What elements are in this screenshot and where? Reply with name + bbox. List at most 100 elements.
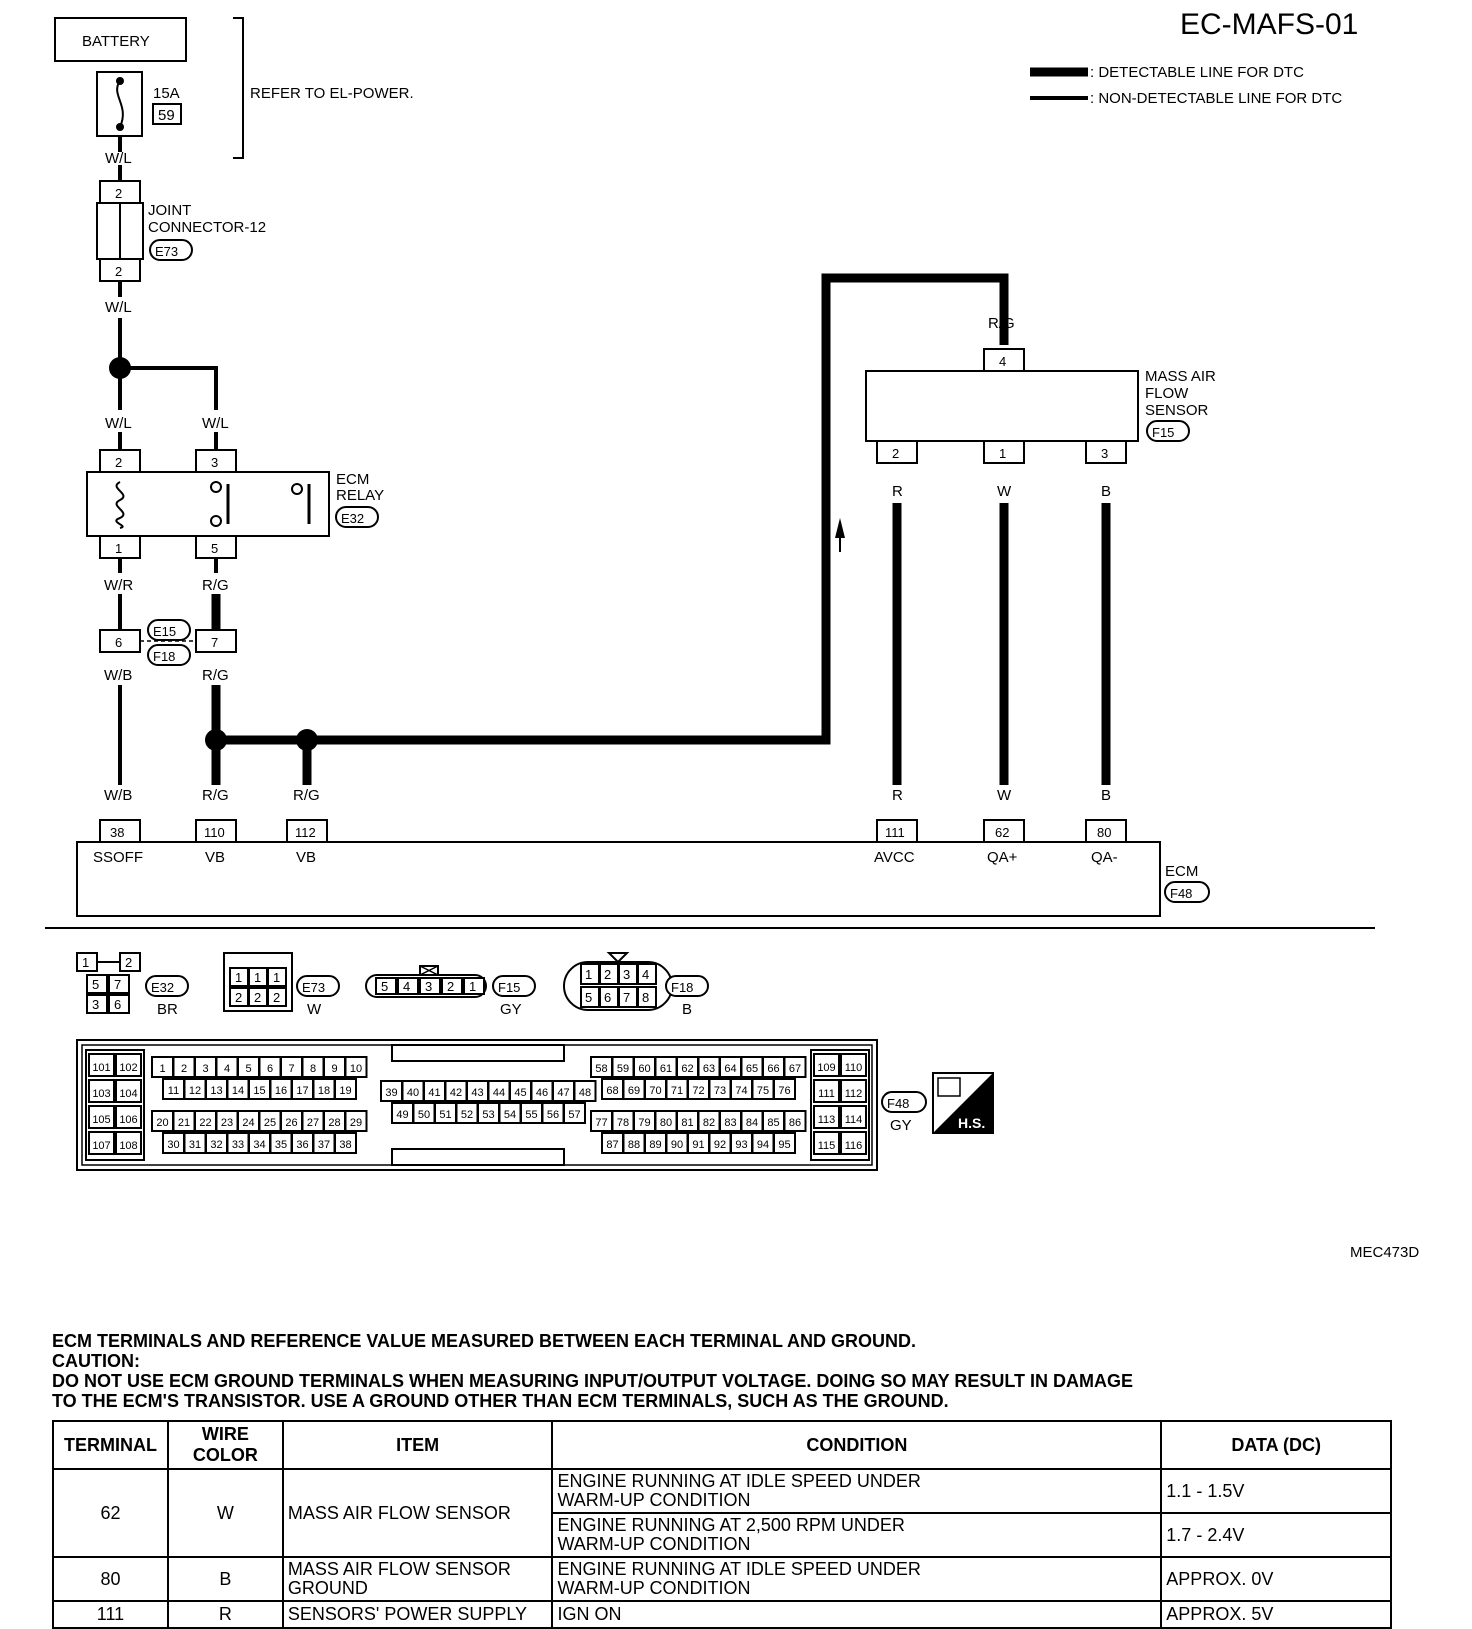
f18-oval xyxy=(665,975,709,997)
f48-pin-label: 53 xyxy=(482,1109,494,1121)
wire-label-rg-2: R/G xyxy=(202,667,229,684)
f48-pin-label: 41 xyxy=(428,1087,440,1099)
e73-pin-2c: 2 xyxy=(273,990,280,1005)
f48-pin-label: 9 xyxy=(331,1063,337,1075)
maf-label-1: MASS AIR xyxy=(1145,368,1216,385)
fuse-number: 59 xyxy=(158,107,175,124)
f48-pin-label: 39 xyxy=(385,1087,397,1099)
inline-top-id: E15 xyxy=(153,624,176,639)
f15-cell-1 xyxy=(463,977,485,995)
condition-line: ENGINE RUNNING AT IDLE SPEED UNDER xyxy=(557,1471,921,1491)
f48-pin-label: 11 xyxy=(168,1085,179,1097)
f48-pin-label: 81 xyxy=(681,1117,693,1129)
figure-code: MEC473D xyxy=(1350,1244,1419,1261)
f48-pin-label: 1 xyxy=(159,1063,165,1075)
col-data: DATA (DC) xyxy=(1160,1420,1392,1470)
f48-pin-label: 45 xyxy=(514,1087,526,1099)
ecm-pin-38: 38 xyxy=(110,825,124,840)
f48-pin-cell xyxy=(115,1105,142,1129)
f48-pin-label: 89 xyxy=(649,1139,661,1151)
cell-wire: W xyxy=(166,1468,284,1558)
cell-terminal: 80 xyxy=(52,1556,169,1602)
legend-detectable: : DETECTABLE LINE FOR DTC xyxy=(1090,64,1304,81)
f48-pin-label: 35 xyxy=(275,1139,287,1151)
f48-pin-label: 94 xyxy=(757,1139,769,1151)
f48-pin-label: 109 xyxy=(817,1062,835,1074)
wire-to-relay-3 xyxy=(120,366,218,410)
f15-id: F15 xyxy=(498,980,520,995)
f48-pin-label: 59 xyxy=(617,1063,629,1075)
f48-pin-label: 115 xyxy=(818,1140,836,1152)
cell-item: MASS AIR FLOW SENSOR xyxy=(281,1468,554,1558)
f48-pin-cell xyxy=(813,1053,840,1077)
relay-connector-oval xyxy=(335,506,379,528)
legend-non-detectable: : NON-DETECTABLE LINE FOR DTC xyxy=(1090,90,1342,107)
f48-pin-label: 64 xyxy=(724,1063,736,1075)
f18-pin-6: 6 xyxy=(604,990,611,1005)
f48-pin-label: 103 xyxy=(92,1088,110,1100)
f48-pin-label: 112 xyxy=(845,1088,863,1100)
ecm-wire-110: R/G xyxy=(202,787,229,804)
maf-pin-2-box xyxy=(876,440,918,464)
f48-pin-label: 90 xyxy=(671,1139,683,1151)
ecm-terminal-avcc: AVCC xyxy=(874,849,915,866)
f48-pin-label: 7 xyxy=(288,1063,294,1075)
f15-latch-x2 xyxy=(419,965,439,976)
f48-pin-label: 91 xyxy=(692,1139,704,1151)
f48-pin-label: 114 xyxy=(845,1114,863,1126)
e73-pin-2b: 2 xyxy=(254,990,261,1005)
f48-pin-label: 25 xyxy=(264,1117,276,1129)
caution-line-1: DO NOT USE ECM GROUND TERMINALS WHEN MEA… xyxy=(52,1371,1134,1391)
f48-pin-label: 86 xyxy=(789,1117,801,1129)
e73-pin-1b: 1 xyxy=(254,970,261,985)
f48-pin-cell xyxy=(115,1131,142,1155)
f48-color: GY xyxy=(890,1117,912,1134)
f48-pin-label: 68 xyxy=(606,1085,618,1097)
f48-pin-label: 55 xyxy=(525,1109,537,1121)
ecm-pin-111: 111 xyxy=(885,825,905,840)
col-terminal: TERMINAL xyxy=(52,1420,169,1470)
f48-pin-cell xyxy=(813,1079,840,1103)
f48-pin-cell xyxy=(783,1110,807,1132)
f48-pin-cell xyxy=(573,1080,597,1102)
e32-cell-2 xyxy=(119,952,141,972)
relay-connector-id: E32 xyxy=(341,511,364,526)
f48-id: F48 xyxy=(887,1096,909,1111)
battery-box xyxy=(54,17,187,62)
e32-pin-2: 2 xyxy=(125,955,132,970)
f48-pin-label: 104 xyxy=(119,1088,137,1100)
f48-pin-cell xyxy=(88,1105,115,1129)
wire-label-wb: W/B xyxy=(104,667,132,684)
f48-pin-label: 4 xyxy=(224,1063,230,1075)
f48-pin-label: 31 xyxy=(189,1139,201,1151)
e73-id: E73 xyxy=(302,980,325,995)
ecm-wire-80: B xyxy=(1101,787,1111,804)
f15-pin-4: 4 xyxy=(403,979,410,994)
maf-label-2: FLOW xyxy=(1145,385,1189,402)
f48-pin-label: 46 xyxy=(536,1087,548,1099)
f48-pin-label: 10 xyxy=(350,1063,362,1075)
f48-pin-label: 66 xyxy=(767,1063,779,1075)
f48-pin-cell xyxy=(334,1132,357,1154)
f48-pin-label: 82 xyxy=(703,1117,715,1129)
f18-pin-1: 1 xyxy=(585,967,592,982)
cell-item: SENSORS' POWER SUPPLY xyxy=(281,1600,554,1629)
f48-pin-cell xyxy=(115,1079,142,1103)
cell-data: 1.7 - 2.4V xyxy=(1160,1512,1392,1558)
f48-pin-label: 75 xyxy=(757,1085,769,1097)
cell-condition: ENGINE RUNNING AT 2,500 RPM UNDER WARM-U… xyxy=(551,1512,1163,1558)
inline-bottom-id: F18 xyxy=(153,649,175,664)
f48-pin-label: 30 xyxy=(167,1139,179,1151)
joint-label-1: JOINT xyxy=(148,202,191,219)
f18-latch xyxy=(606,952,630,964)
wire-label-wl-3: W/L xyxy=(105,415,132,432)
f18-id: F18 xyxy=(671,980,693,995)
arrow-up-icon xyxy=(835,518,845,538)
f48-pin-cell xyxy=(773,1132,796,1154)
maf-connector-id: F15 xyxy=(1152,425,1174,440)
f48-pin-cell xyxy=(563,1102,586,1124)
f48-pin-label: 92 xyxy=(714,1139,726,1151)
cell-condition: ENGINE RUNNING AT IDLE SPEED UNDER WARM-… xyxy=(551,1556,1163,1602)
f15-cell-4 xyxy=(397,977,419,995)
ecm-pin-112: 112 xyxy=(295,825,316,840)
